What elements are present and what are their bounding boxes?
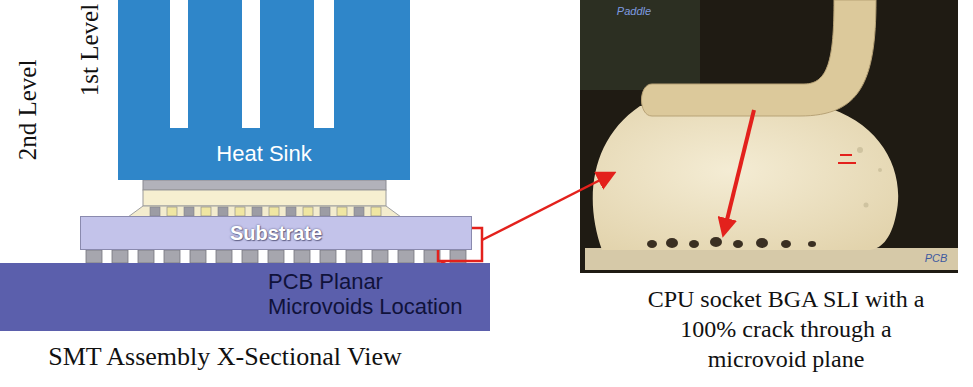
solder-ball <box>112 250 128 263</box>
bump <box>184 207 194 216</box>
solder-ball <box>164 250 180 263</box>
pointer-arrow <box>482 174 612 240</box>
node-label: Heat Sink <box>118 128 410 166</box>
thermal-interface <box>143 180 386 190</box>
photo-annotation: PCB <box>925 252 948 266</box>
solder-ball <box>320 250 336 263</box>
solder-ball <box>138 250 154 263</box>
bump <box>218 207 228 216</box>
bump <box>354 207 364 216</box>
solder-ball <box>86 250 102 263</box>
node-label: Substrate <box>81 217 471 245</box>
node-label: PCB Planar Microvoids Location <box>268 269 483 320</box>
bump <box>286 207 296 216</box>
second-level-balls <box>86 250 466 263</box>
bump <box>201 207 211 216</box>
panel-caption: CPU socket BGA SLI with a 100% crack thr… <box>636 284 936 374</box>
panel-caption: SMT Assembly X-Sectional View <box>48 341 402 374</box>
bump <box>235 207 245 216</box>
bump <box>337 207 347 216</box>
bump <box>320 207 330 216</box>
solder-ball <box>294 250 310 263</box>
bump <box>371 207 381 216</box>
heat-sink: Heat Sink <box>118 128 410 180</box>
level-label: 2nd Level <box>12 60 43 161</box>
heat-sink-fins <box>118 0 410 132</box>
bump <box>150 207 160 216</box>
solder-ball <box>268 250 284 263</box>
solder-ball <box>242 250 258 263</box>
solder-ball <box>346 250 362 263</box>
first-level-bumps <box>150 207 381 216</box>
solder-ball <box>398 250 414 263</box>
solder-ball <box>190 250 206 263</box>
bump <box>303 207 313 216</box>
solder-ball <box>216 250 232 263</box>
bump <box>269 207 279 216</box>
bump <box>252 207 262 216</box>
bump <box>167 207 177 216</box>
level-label: 1st Level <box>74 4 105 96</box>
photo-annotation: Paddle <box>617 5 651 19</box>
pcb-band: PCB Planar Microvoids Location <box>0 263 490 331</box>
cross-section-photo <box>580 0 958 273</box>
substrate-band: Substrate <box>80 216 472 250</box>
die-layer <box>143 190 386 206</box>
solder-ball <box>372 250 388 263</box>
